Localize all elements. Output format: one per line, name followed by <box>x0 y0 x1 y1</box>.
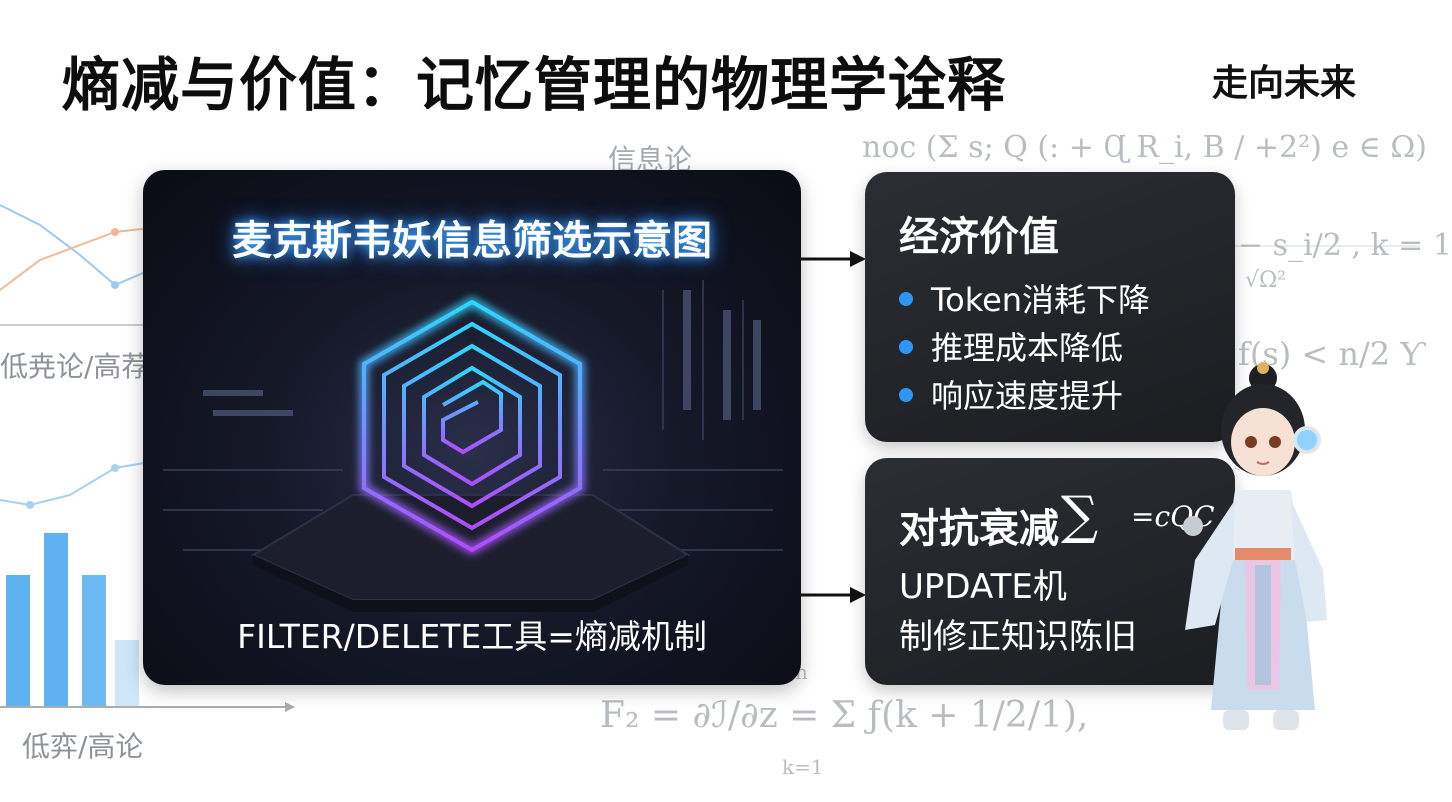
background-formula-bottom: F₂ = ∂ℐ/∂z = Σ ƒ(k + 1/2/1), <box>600 695 1089 736</box>
anti-decay-body-line: 制修正知识陈旧 <box>899 617 1137 657</box>
anti-decay-card: 对抗衰减 ∑ =cQC UPDATE机 制修正知识陈旧 <box>865 458 1235 685</box>
brand-label: 走向未来 <box>1212 63 1357 104</box>
economic-value-list: Token消耗下降 推理成本降低 响应速度提升 <box>899 276 1150 420</box>
background-formula-right-1b: √Ω² <box>1245 268 1287 293</box>
background-label-bottom-left: 低弈/高论 <box>22 730 144 763</box>
diagram-title: 麦克斯韦妖信息筛选示意图 <box>232 218 712 264</box>
diagram-panel: 麦克斯韦妖信息筛选示意图 FILTER/DELETE工具=熵减机制 <box>143 170 801 685</box>
economic-value-card: 经济价值 Token消耗下降 推理成本降低 响应速度提升 <box>865 172 1235 442</box>
sum-symbol: ∑ <box>1061 486 1099 546</box>
background-formula-limit-bottom: k=1 <box>782 755 824 779</box>
anti-decay-body-line: UPDATE机 <box>899 567 1067 607</box>
background-formula-right-1: − s_i/2 , k = 1 <box>1238 228 1452 263</box>
robot-girl-illustration <box>1183 362 1327 730</box>
list-item: 响应速度提升 <box>899 372 1150 420</box>
bullet-icon <box>899 292 913 306</box>
list-item-label: 响应速度提升 <box>931 377 1124 415</box>
bullet-icon <box>899 388 913 402</box>
circuit-background <box>163 280 783 612</box>
anti-decay-body: UPDATE机 制修正知识陈旧 <box>899 562 1137 662</box>
bullet-icon <box>899 340 913 354</box>
list-item-label: 推理成本降低 <box>931 329 1124 367</box>
list-item: 推理成本降低 <box>899 324 1150 372</box>
arrow-right-icon <box>800 251 866 267</box>
list-item-label: Token消耗下降 <box>931 281 1151 319</box>
economic-value-title: 经济价值 <box>899 214 1059 260</box>
list-item: Token消耗下降 <box>899 276 1150 324</box>
page-title: 熵减与价值：记忆管理的物理学诠释 <box>62 51 1007 119</box>
background-formula-top: noc (Σ s; Q (: + Ɋ R_i, B / +2²) e ∈ Ω) <box>862 130 1427 165</box>
arrow-right-icon <box>800 587 866 603</box>
anti-decay-title: 对抗衰减 <box>899 506 1059 552</box>
diagram-caption: FILTER/DELETE工具=熵减机制 <box>237 617 707 656</box>
background-label-top-left: 低尭论/高荐 <box>0 350 150 383</box>
